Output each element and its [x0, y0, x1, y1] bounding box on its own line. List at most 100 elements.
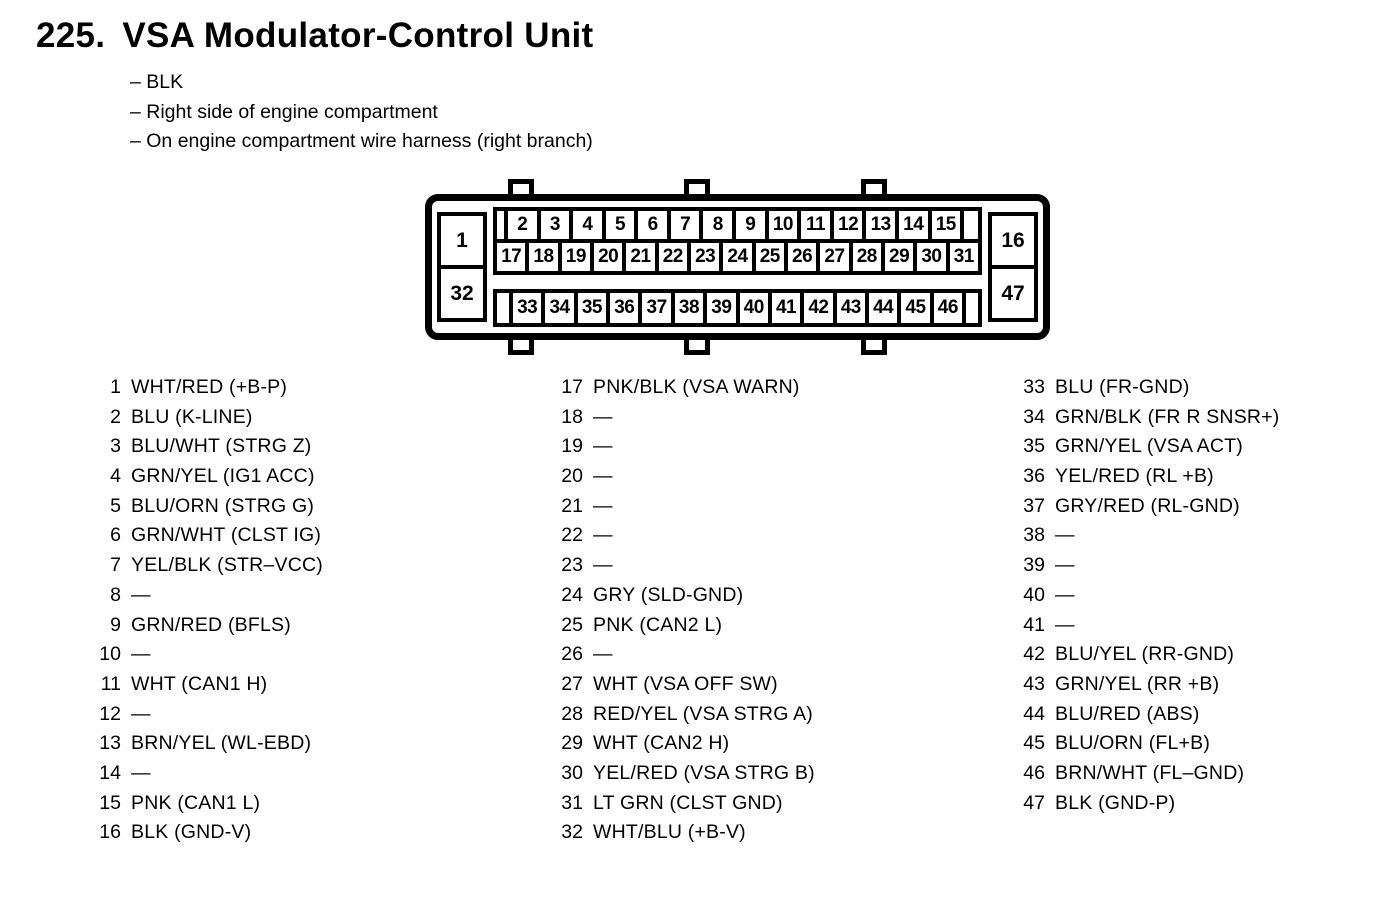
- pin-description: GRN/YEL (VSA ACT): [1055, 435, 1243, 458]
- pin-description: —: [1055, 583, 1075, 606]
- pin-description: GRN/BLK (FR R SNSR+): [1055, 405, 1280, 428]
- pin-number: 17: [561, 376, 583, 398]
- connector-pin-17: 17: [501, 246, 522, 267]
- connector-pin-3: 3: [536, 211, 570, 239]
- pin-description: BLU/YEL (RR-GND): [1055, 643, 1235, 666]
- pin-description: YEL/RED (RL +B): [1055, 465, 1214, 488]
- pin-description: GRN/YEL (IG1 ACC): [131, 465, 315, 488]
- connector-pin-7: 7: [666, 211, 700, 239]
- pin-description: YEL/RED (VSA STRG B): [593, 761, 815, 784]
- pin-description: BLU (FR-GND): [1055, 376, 1190, 398]
- pin-number: 6: [110, 524, 121, 547]
- pin-description: —: [593, 524, 613, 547]
- pin-description: PNK (CAN2 L): [593, 613, 723, 636]
- connector-pin-35: 35: [573, 293, 606, 323]
- pin-number: 44: [1023, 702, 1045, 725]
- pin-row: 41—: [1018, 611, 1388, 641]
- pin-row: 23—: [556, 551, 996, 581]
- connector-end-gap: [497, 293, 509, 323]
- pin-number: 22: [561, 524, 583, 547]
- pin-number: 39: [1023, 554, 1045, 577]
- connector-pin-41: 41: [767, 293, 800, 323]
- connector-pin-38: 38: [670, 293, 703, 323]
- pin-number: 14: [99, 761, 121, 784]
- pin-row: 14—: [94, 759, 534, 789]
- location-note: – BLK: [130, 71, 184, 93]
- pin-description: —: [593, 435, 613, 458]
- pin-number: 10: [99, 643, 121, 666]
- connector-pin-2: 2: [517, 214, 528, 235]
- connector-pin-15: 15: [927, 211, 961, 239]
- pin-row: 30 YEL/RED (VSA STRG B): [556, 759, 996, 789]
- connector-pin-14: 14: [894, 211, 928, 239]
- pin-description: —: [131, 643, 151, 666]
- pin-description: GRN/YEL (RR +B): [1055, 672, 1220, 695]
- pin-number: 23: [561, 554, 583, 577]
- connector-pin-6: 6: [634, 211, 667, 239]
- pin-number: 19: [561, 435, 583, 458]
- pin-description: BLU/WHT (STRG Z): [131, 435, 312, 458]
- pin-number: 30: [561, 761, 583, 784]
- pin-description: GRY/RED (RL-GND): [1055, 494, 1240, 517]
- pin-row: 20—: [556, 462, 996, 492]
- connector-pin-46: 46: [929, 293, 962, 323]
- page-title: 225. VSA Modulator-Control Unit: [36, 16, 594, 56]
- pin-description: —: [593, 465, 613, 488]
- pin-description: —: [593, 405, 613, 428]
- location-notes: – BLK– Right side of engine compartment–…: [130, 68, 593, 157]
- pin-description: BLU/ORN (FL+B): [1055, 732, 1211, 755]
- connector-end-gap: [966, 293, 978, 323]
- pin-number: 40: [1023, 583, 1045, 606]
- pin-description: WHT (CAN2 H): [593, 732, 730, 755]
- connector-pin-25: 25: [751, 243, 784, 271]
- connector-pin-20: 20: [589, 243, 622, 271]
- pin-description: BLU/ORN (STRG G): [131, 494, 315, 517]
- pin-number: 42: [1023, 643, 1045, 666]
- connector-end-gap: [964, 211, 978, 239]
- pin-number: 7: [110, 554, 121, 577]
- connector-pin-36: 36: [606, 293, 638, 323]
- pin-description: RED/YEL (VSA STRG A): [593, 702, 814, 725]
- connector-pin-24: 24: [719, 243, 751, 271]
- pin-description: WHT/RED (+B-P): [131, 376, 288, 398]
- pin-number: 47: [1023, 791, 1045, 814]
- pin-number: 5: [110, 494, 121, 517]
- connector-pin-13: 13: [862, 211, 895, 239]
- connector-pin-40: 40: [735, 293, 768, 323]
- section-number: 225.: [36, 16, 106, 55]
- connector-pin-31: 31: [945, 243, 978, 271]
- pin-row: 42 BLU/YEL (RR-GND): [1018, 640, 1388, 670]
- pin-number: 26: [561, 643, 583, 666]
- connector-pin-29: 29: [880, 243, 913, 271]
- pin-description: —: [1055, 613, 1075, 636]
- pin-row: 8—: [94, 581, 534, 611]
- pin-number: 35: [1023, 435, 1045, 458]
- pin-number: 24: [561, 583, 583, 606]
- connector-pin-22: 22: [654, 243, 687, 271]
- connector-pin-43: 43: [832, 293, 865, 323]
- pin-number: 32: [561, 821, 583, 844]
- section-title-text: VSA Modulator-Control Unit: [122, 16, 594, 55]
